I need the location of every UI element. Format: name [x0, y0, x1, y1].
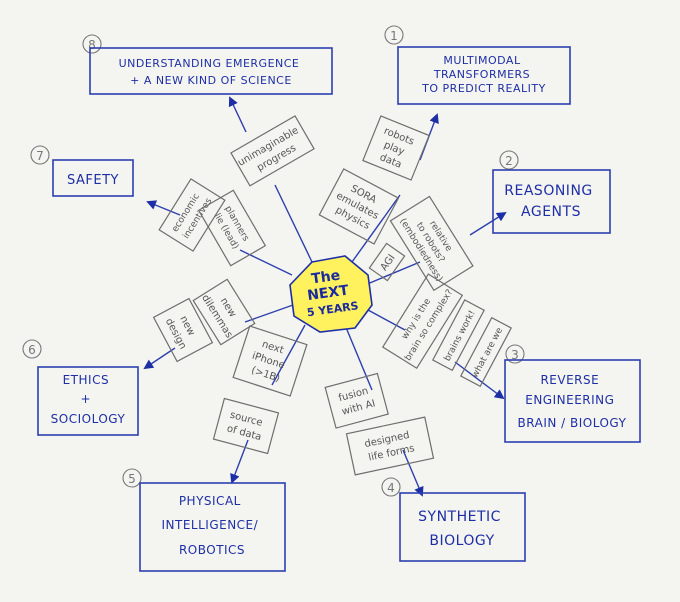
- topic-4: 4 SYNTHETIC BIOLOGY: [381, 477, 526, 562]
- topic-1-line-3: TO PREDICT REALITY: [421, 82, 546, 95]
- topic-7-number: 7: [36, 149, 44, 163]
- topic-3-line-1: REVERSE: [540, 373, 599, 387]
- svg-text:robots play data: robots play data: [372, 126, 418, 173]
- topic-6-line-2: +: [81, 392, 92, 406]
- topic-5-line-2: INTELLIGENCE/: [161, 518, 258, 532]
- topic-1-line-2: TRANSFORMERS: [433, 68, 530, 81]
- topic-3-line-3: BRAIN / BIOLOGY: [518, 416, 627, 430]
- topic-5-number: 5: [128, 472, 136, 486]
- center-node: The NEXT 5 YEARS: [289, 255, 373, 333]
- topic-4-line-1: SYNTHETIC: [418, 509, 501, 525]
- topic-3-line-2: ENGINEERING: [525, 393, 614, 407]
- svg-text:fusion with AI: fusion with AI: [337, 385, 376, 418]
- topic-2-line-2: AGENTS: [521, 204, 581, 220]
- topic-1: 1 MULTIMODAL TRANSFORMERS TO PREDICT REA…: [384, 25, 571, 105]
- topic-2: 2 REASONING AGENTS: [492, 150, 611, 234]
- topic-5-line-3: ROBOTICS: [179, 543, 245, 557]
- topic-8: 8 UNDERSTANDING EMERGENCE + A NEW KIND O…: [82, 34, 333, 95]
- svg-text:SAFETY: SAFETY: [67, 173, 119, 188]
- topic-4-line-2: BIOLOGY: [429, 533, 494, 549]
- svg-text:ETHICS + SOCIOLOGY: ETHICS + SOCIOLOGY: [51, 373, 126, 426]
- topic-5: 5 PHYSICAL INTELLIGENCE/ ROBOTICS: [122, 468, 286, 572]
- note-designed-life-forms: designed life forms: [345, 416, 435, 476]
- svg-text:MULTIMODAL TRANSFORMERS: MULTIMODAL TRANSFORMERS TO PREDICT REALI…: [421, 54, 546, 95]
- topic-2-line-1: REASONING: [504, 183, 592, 199]
- note-new-design: new design: [152, 297, 214, 363]
- topic-6-line-3: SOCIOLOGY: [51, 412, 126, 426]
- topic-1-number: 1: [390, 29, 398, 43]
- svg-text:next iPhone (>1B): next iPhone (>1B): [246, 337, 293, 386]
- topic-4-number: 4: [387, 481, 395, 495]
- svg-text:designed life forms: designed life forms: [364, 429, 417, 464]
- topic-3: 3 REVERSE ENGINEERING BRAIN / BIOLOGY: [504, 344, 641, 443]
- svg-text:economic incentives: economic incentives: [170, 189, 214, 241]
- center-line-2: NEXT: [306, 282, 350, 304]
- svg-text:PHYSICAL INTELLIGENCE/: PHYSICAL INTELLIGENCE/ ROBOTICS: [161, 494, 262, 557]
- note-fusion-with-ai: fusion with AI: [324, 372, 389, 429]
- svg-text:source of data: source of data: [225, 410, 267, 444]
- connector-lines: [143, 96, 507, 497]
- svg-text:SYNTHETIC BIOLOGY: SYNTHETIC BIOLOGY: [418, 509, 506, 549]
- center-line-1: The: [310, 268, 341, 288]
- svg-text:REVERSE ENGINEERING: REVERSE ENGINEERING BRAIN / BIOLOGY: [518, 373, 627, 430]
- topic-8-line-2: + A NEW KIND OF SCIENCE: [130, 74, 292, 87]
- note-agi: AGI: [368, 242, 406, 282]
- topic-6-number: 6: [28, 343, 36, 357]
- note-sora-emulates-physics: SORA emulates physics: [318, 168, 400, 245]
- topic-7-line-1: SAFETY: [67, 173, 119, 188]
- topic-6: 6 ETHICS + SOCIOLOGY: [22, 339, 139, 436]
- svg-text:SORA emulates phys: SORA emulates physics: [328, 179, 389, 235]
- note-new-dilemmas: new dilemmas: [192, 278, 256, 346]
- svg-text:REASONING AGENTS: REASONING AGENTS: [504, 183, 597, 220]
- topic-1-line-1: MULTIMODAL: [443, 54, 521, 67]
- topic-6-line-1: ETHICS: [63, 373, 109, 387]
- svg-text:relative to robots?: relative to robots? (embodiedness): [397, 204, 464, 284]
- note-robots-play-data: robots play data: [362, 115, 430, 181]
- topic-7: 7 SAFETY: [30, 145, 134, 197]
- topic-2-number: 2: [505, 154, 513, 168]
- svg-text:UNDERSTANDING EMERGENCE: UNDERSTANDING EMERGENCE + A NEW KIND OF …: [119, 57, 304, 87]
- topic-3-number: 3: [511, 348, 519, 362]
- note-next-iphone: next iPhone (>1B): [232, 325, 308, 397]
- topic-8-line-1: UNDERSTANDING EMERGENCE: [119, 57, 300, 70]
- topic-5-line-1: PHYSICAL: [179, 494, 241, 508]
- topic-8-number: 8: [88, 38, 96, 52]
